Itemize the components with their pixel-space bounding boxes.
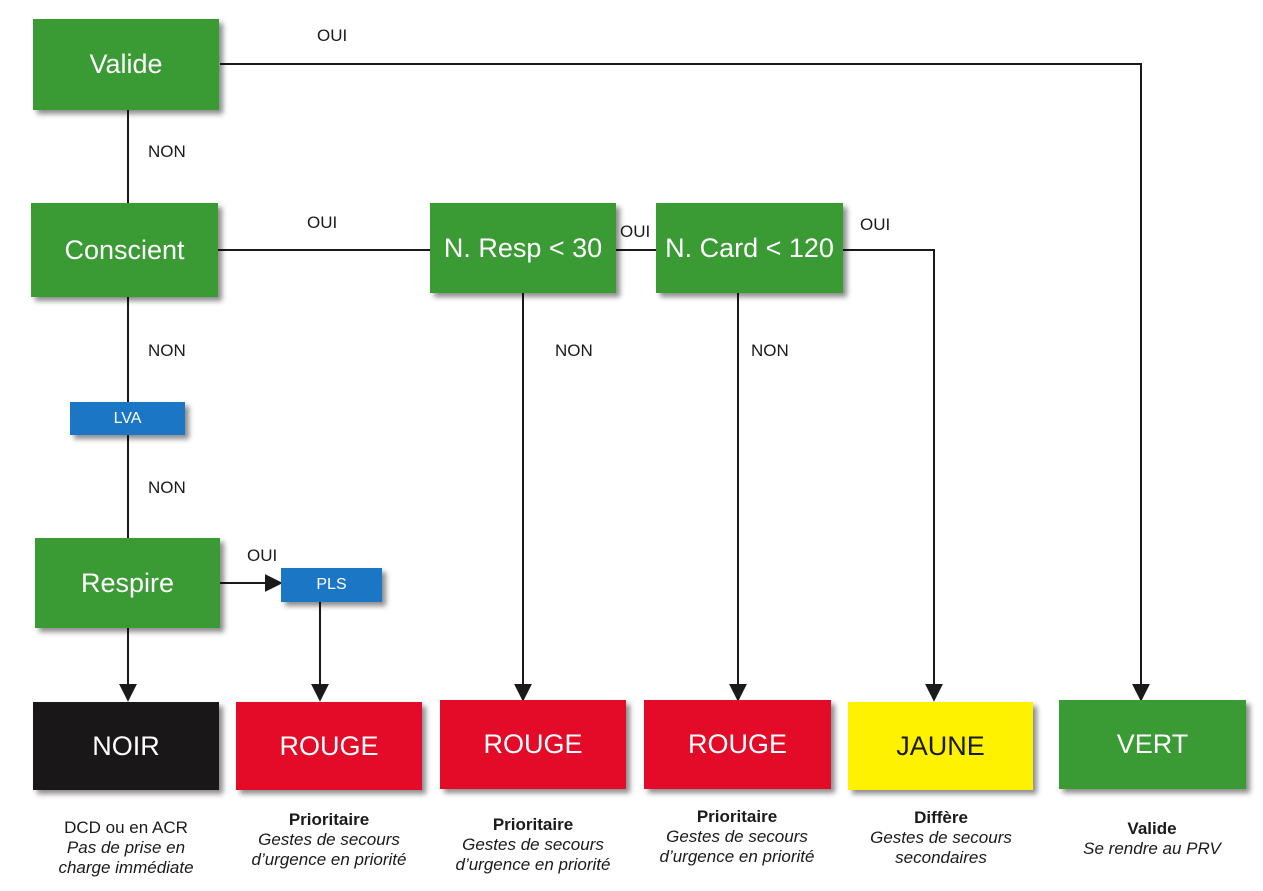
node-pls: PLS [281, 568, 382, 602]
outcome-desc-line: Gestes de secours [870, 828, 1012, 847]
outcome-box: NOIR [33, 702, 219, 790]
outcome-label: VERT [1116, 729, 1189, 759]
outcome-box: JAUNE [848, 702, 1033, 790]
node-lva: LVA [70, 402, 185, 435]
outcome-label: ROUGE [279, 730, 379, 761]
label-non-valide: NON [148, 142, 186, 161]
outcome-desc-line: charge immédiate [58, 858, 194, 877]
outcome-desc-line: Prioritaire [492, 815, 574, 834]
outcome-desc-line: Gestes de secours [258, 830, 400, 849]
outcome-desc-line: Pas de prise en [66, 838, 186, 857]
node-conscient: Conscient [31, 203, 218, 297]
outcome-desc-line: Prioritaire [696, 807, 778, 826]
outcome-box: ROUGE [644, 700, 831, 789]
outcome-desc-line: DCD ou en ACR [64, 818, 188, 837]
edge-ncard-jaune [843, 249, 943, 702]
label-oui-respire: OUI [247, 546, 278, 565]
node-valide: Valide [33, 19, 219, 110]
label-non-conscient: NON [148, 341, 186, 360]
outcome-desc-line: Prioritaire [288, 810, 370, 829]
outcome-desc-line: Diffère [914, 808, 968, 827]
label-non-ncard: NON [751, 341, 789, 360]
outcome-desc-line: Se rendre au PRV [1083, 839, 1221, 858]
node-respire: Respire [35, 538, 220, 628]
label-non-lva: NON [148, 478, 186, 497]
outcome-label: JAUNE [896, 730, 985, 761]
outcome-box: VERT [1059, 700, 1246, 789]
label-oui-valide: OUI [317, 26, 348, 45]
outcome-desc-line: secondaires [895, 848, 987, 867]
label-oui-ncard: OUI [860, 215, 891, 234]
outcome-label: ROUGE [687, 729, 787, 759]
outcome-desc-line: Valide [1127, 819, 1177, 838]
label-non-nresp: NON [555, 341, 593, 360]
outcome-label: NOIR [92, 730, 160, 761]
outcome-box: ROUGE [236, 702, 422, 790]
outcome-desc-line: d’urgence en priorité [455, 855, 611, 874]
node-ncard: N. Card < 120 [656, 203, 843, 293]
node-nresp: N. Resp < 30 [430, 203, 616, 293]
outcome-label: ROUGE [483, 729, 583, 759]
edge-valide-vert [220, 63, 1150, 702]
outcome-box: ROUGE [440, 700, 626, 789]
outcome-desc-line: Gestes de secours [462, 835, 604, 854]
label-oui-nresp: OUI [620, 222, 651, 241]
outcome-desc-line: d’urgence en priorité [659, 847, 815, 866]
outcome-desc-line: d’urgence en priorité [251, 850, 407, 869]
outcome-desc-line: Gestes de secours [666, 827, 808, 846]
label-oui-conscient: OUI [307, 213, 338, 232]
